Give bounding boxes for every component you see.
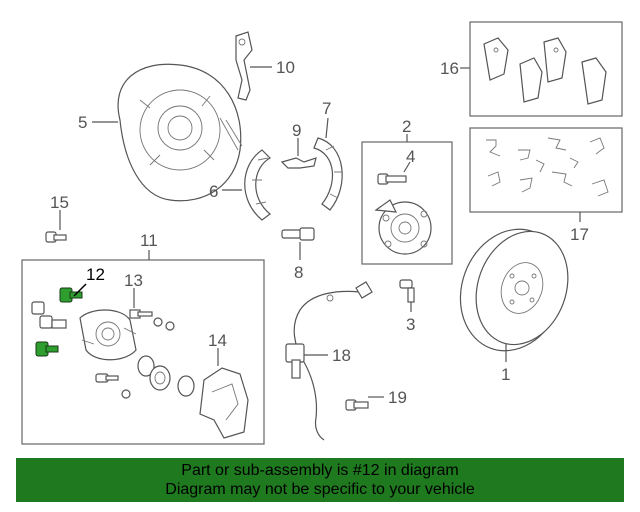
label-7: 7 [322, 99, 331, 118]
label-11: 11 [140, 231, 158, 260]
guide-pin-13-part [129, 288, 175, 331]
svg-text:11: 11 [140, 231, 158, 250]
label-5: 5 [78, 113, 118, 132]
bleeder-15-part [45, 210, 67, 243]
info-banner: Part or sub-assembly is #12 in diagram D… [16, 458, 624, 502]
label-17: 17 [570, 212, 589, 244]
svg-text:8: 8 [294, 263, 303, 282]
label-3: 3 [406, 315, 415, 334]
label-9: 9 [292, 121, 301, 140]
brake-shoe-6-part [244, 149, 271, 221]
caliper-body-part [31, 301, 137, 361]
svg-text:7: 7 [322, 99, 331, 118]
label-13: 13 [124, 271, 143, 290]
highlighted-bolt-lower [35, 341, 59, 357]
svg-text:13: 13 [124, 271, 143, 290]
svg-text:5: 5 [78, 113, 87, 132]
label-6: 6 [209, 182, 242, 201]
svg-text:6: 6 [209, 182, 218, 201]
bolt-3-part [399, 279, 415, 312]
label-12: 12 [73, 265, 105, 297]
label-10: 10 [250, 58, 295, 77]
banner-line-1: Part or sub-assembly is #12 in diagram [181, 462, 459, 479]
label-16: 16 [440, 59, 470, 78]
bolt-19-part [345, 396, 384, 411]
svg-text:18: 18 [332, 346, 351, 365]
pad-clips-part [486, 137, 609, 197]
svg-text:15: 15 [50, 193, 69, 212]
label-1: 1 [501, 365, 510, 384]
pin-8-part [281, 227, 315, 260]
hub-bolt-4-part [377, 161, 411, 185]
svg-text:4: 4 [406, 147, 415, 166]
bleeder-screw-part [95, 373, 131, 399]
svg-text:9: 9 [292, 121, 301, 140]
label-4: 4 [406, 147, 415, 166]
svg-text:14: 14 [208, 331, 227, 350]
label-14: 14 [208, 331, 227, 350]
label-2: 2 [402, 117, 411, 142]
parking-brake-lever-part [235, 31, 253, 101]
svg-text:10: 10 [276, 58, 295, 77]
svg-text:3: 3 [406, 315, 415, 334]
brake-pads-part [483, 37, 607, 105]
spring-9-part [280, 138, 317, 169]
backing-plate-part [117, 63, 243, 202]
svg-text:2: 2 [402, 117, 411, 136]
svg-text:12: 12 [86, 265, 105, 284]
abs-sensor-18-part [285, 281, 373, 441]
caliper-bracket-14-part [199, 348, 249, 439]
hub-bearing-part [374, 199, 432, 255]
label-18: 18 [304, 346, 351, 365]
brake-rotor-part [459, 228, 569, 362]
label-19: 19 [388, 388, 407, 407]
svg-text:1: 1 [501, 365, 510, 384]
piston-seal-part [137, 355, 195, 397]
label-15: 15 [50, 193, 69, 212]
svg-text:16: 16 [440, 59, 459, 78]
parts-diagram: 5 10 6 9 7 8 [21, 21, 623, 445]
svg-text:19: 19 [388, 388, 407, 407]
clips-box [469, 127, 623, 213]
label-8: 8 [294, 263, 303, 282]
banner-line-2: Diagram may not be specific to your vehi… [165, 481, 475, 498]
brake-shoe-7-part [313, 117, 343, 211]
svg-text:17: 17 [570, 225, 589, 244]
